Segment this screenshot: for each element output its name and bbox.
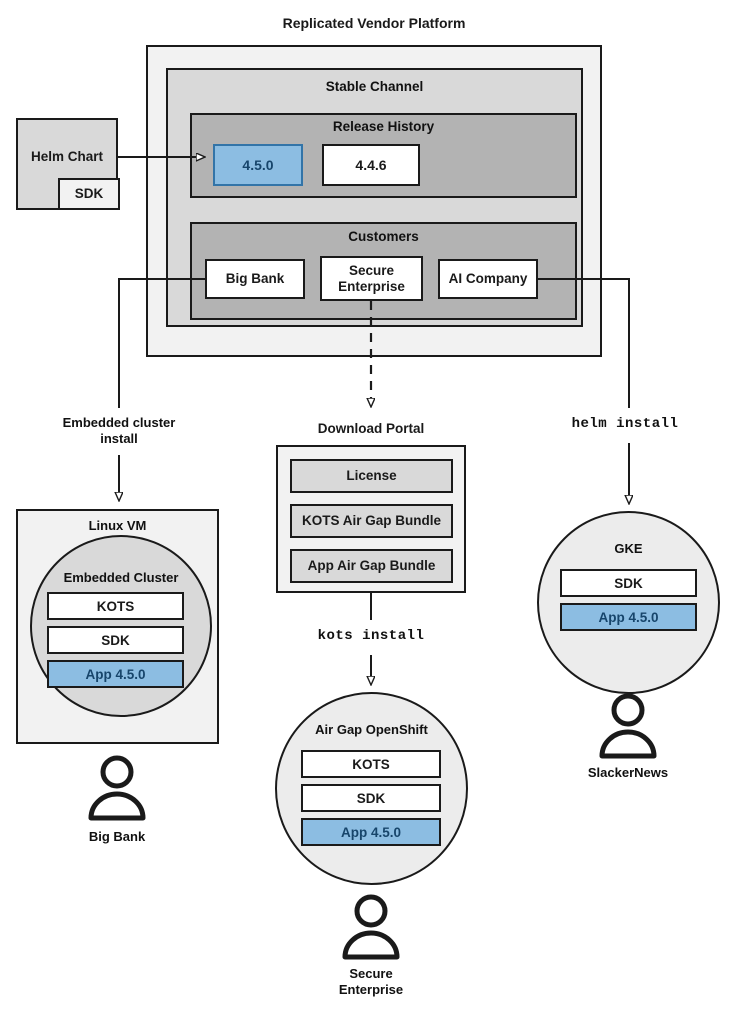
artifact-app-air-gap-bundle[interactable]: App Air Gap Bundle xyxy=(290,549,453,583)
gke-component-sdk[interactable]: SDK xyxy=(560,569,697,597)
helm-chart-sdk-box[interactable]: SDK xyxy=(58,178,120,210)
flow-label-helm-install: helm install xyxy=(571,416,679,432)
linux-vm-component-sdk[interactable]: SDK xyxy=(47,626,184,654)
linux-vm-component-kots[interactable]: KOTS xyxy=(47,592,184,620)
target-gke-title: GKE xyxy=(614,541,643,556)
person-icon-secure-enterprise xyxy=(342,894,400,960)
persona-secure-enterprise-label: Secure Enterprise xyxy=(338,966,404,998)
helm-chart-label: Helm Chart xyxy=(30,149,103,165)
openshift-component-sdk[interactable]: SDK xyxy=(301,784,441,812)
flow-label-embedded-cluster-install: Embedded cluster install xyxy=(62,415,176,447)
person-icon-big-bank xyxy=(88,755,146,821)
stable-channel-title: Stable Channel xyxy=(325,79,424,94)
gke-component-app[interactable]: App 4.5.0 xyxy=(560,603,697,631)
download-portal-title: Download Portal xyxy=(317,421,425,437)
persona-big-bank-label: Big Bank xyxy=(88,829,146,844)
customers-title: Customers xyxy=(348,229,419,244)
flow-label-kots-install: kots install xyxy=(317,628,425,644)
target-gke-circle xyxy=(537,511,720,694)
embedded-cluster-title: Embedded Cluster xyxy=(63,570,179,585)
customer-ai-company[interactable]: AI Company xyxy=(438,259,538,299)
openshift-component-app[interactable]: App 4.5.0 xyxy=(301,818,441,846)
release-4-5-0[interactable]: 4.5.0 xyxy=(213,144,303,186)
openshift-component-kots[interactable]: KOTS xyxy=(301,750,441,778)
persona-slackernews-label: SlackerNews xyxy=(587,765,669,780)
person-icon-slackernews xyxy=(599,693,657,759)
customer-big-bank[interactable]: Big Bank xyxy=(205,259,305,299)
release-4-4-6[interactable]: 4.4.6 xyxy=(322,144,420,186)
release-history-title: Release History xyxy=(332,119,435,134)
target-air-gap-openshift-title: Air Gap OpenShift xyxy=(315,722,428,737)
linux-vm-component-app[interactable]: App 4.5.0 xyxy=(47,660,184,688)
customer-secure-enterprise[interactable]: Secure Enterprise xyxy=(320,256,423,301)
artifact-license[interactable]: License xyxy=(290,459,453,493)
artifact-kots-air-gap-bundle[interactable]: KOTS Air Gap Bundle xyxy=(290,504,453,538)
page-title: Replicated Vendor Platform xyxy=(282,14,466,31)
target-linux-vm-title: Linux VM xyxy=(88,518,147,533)
